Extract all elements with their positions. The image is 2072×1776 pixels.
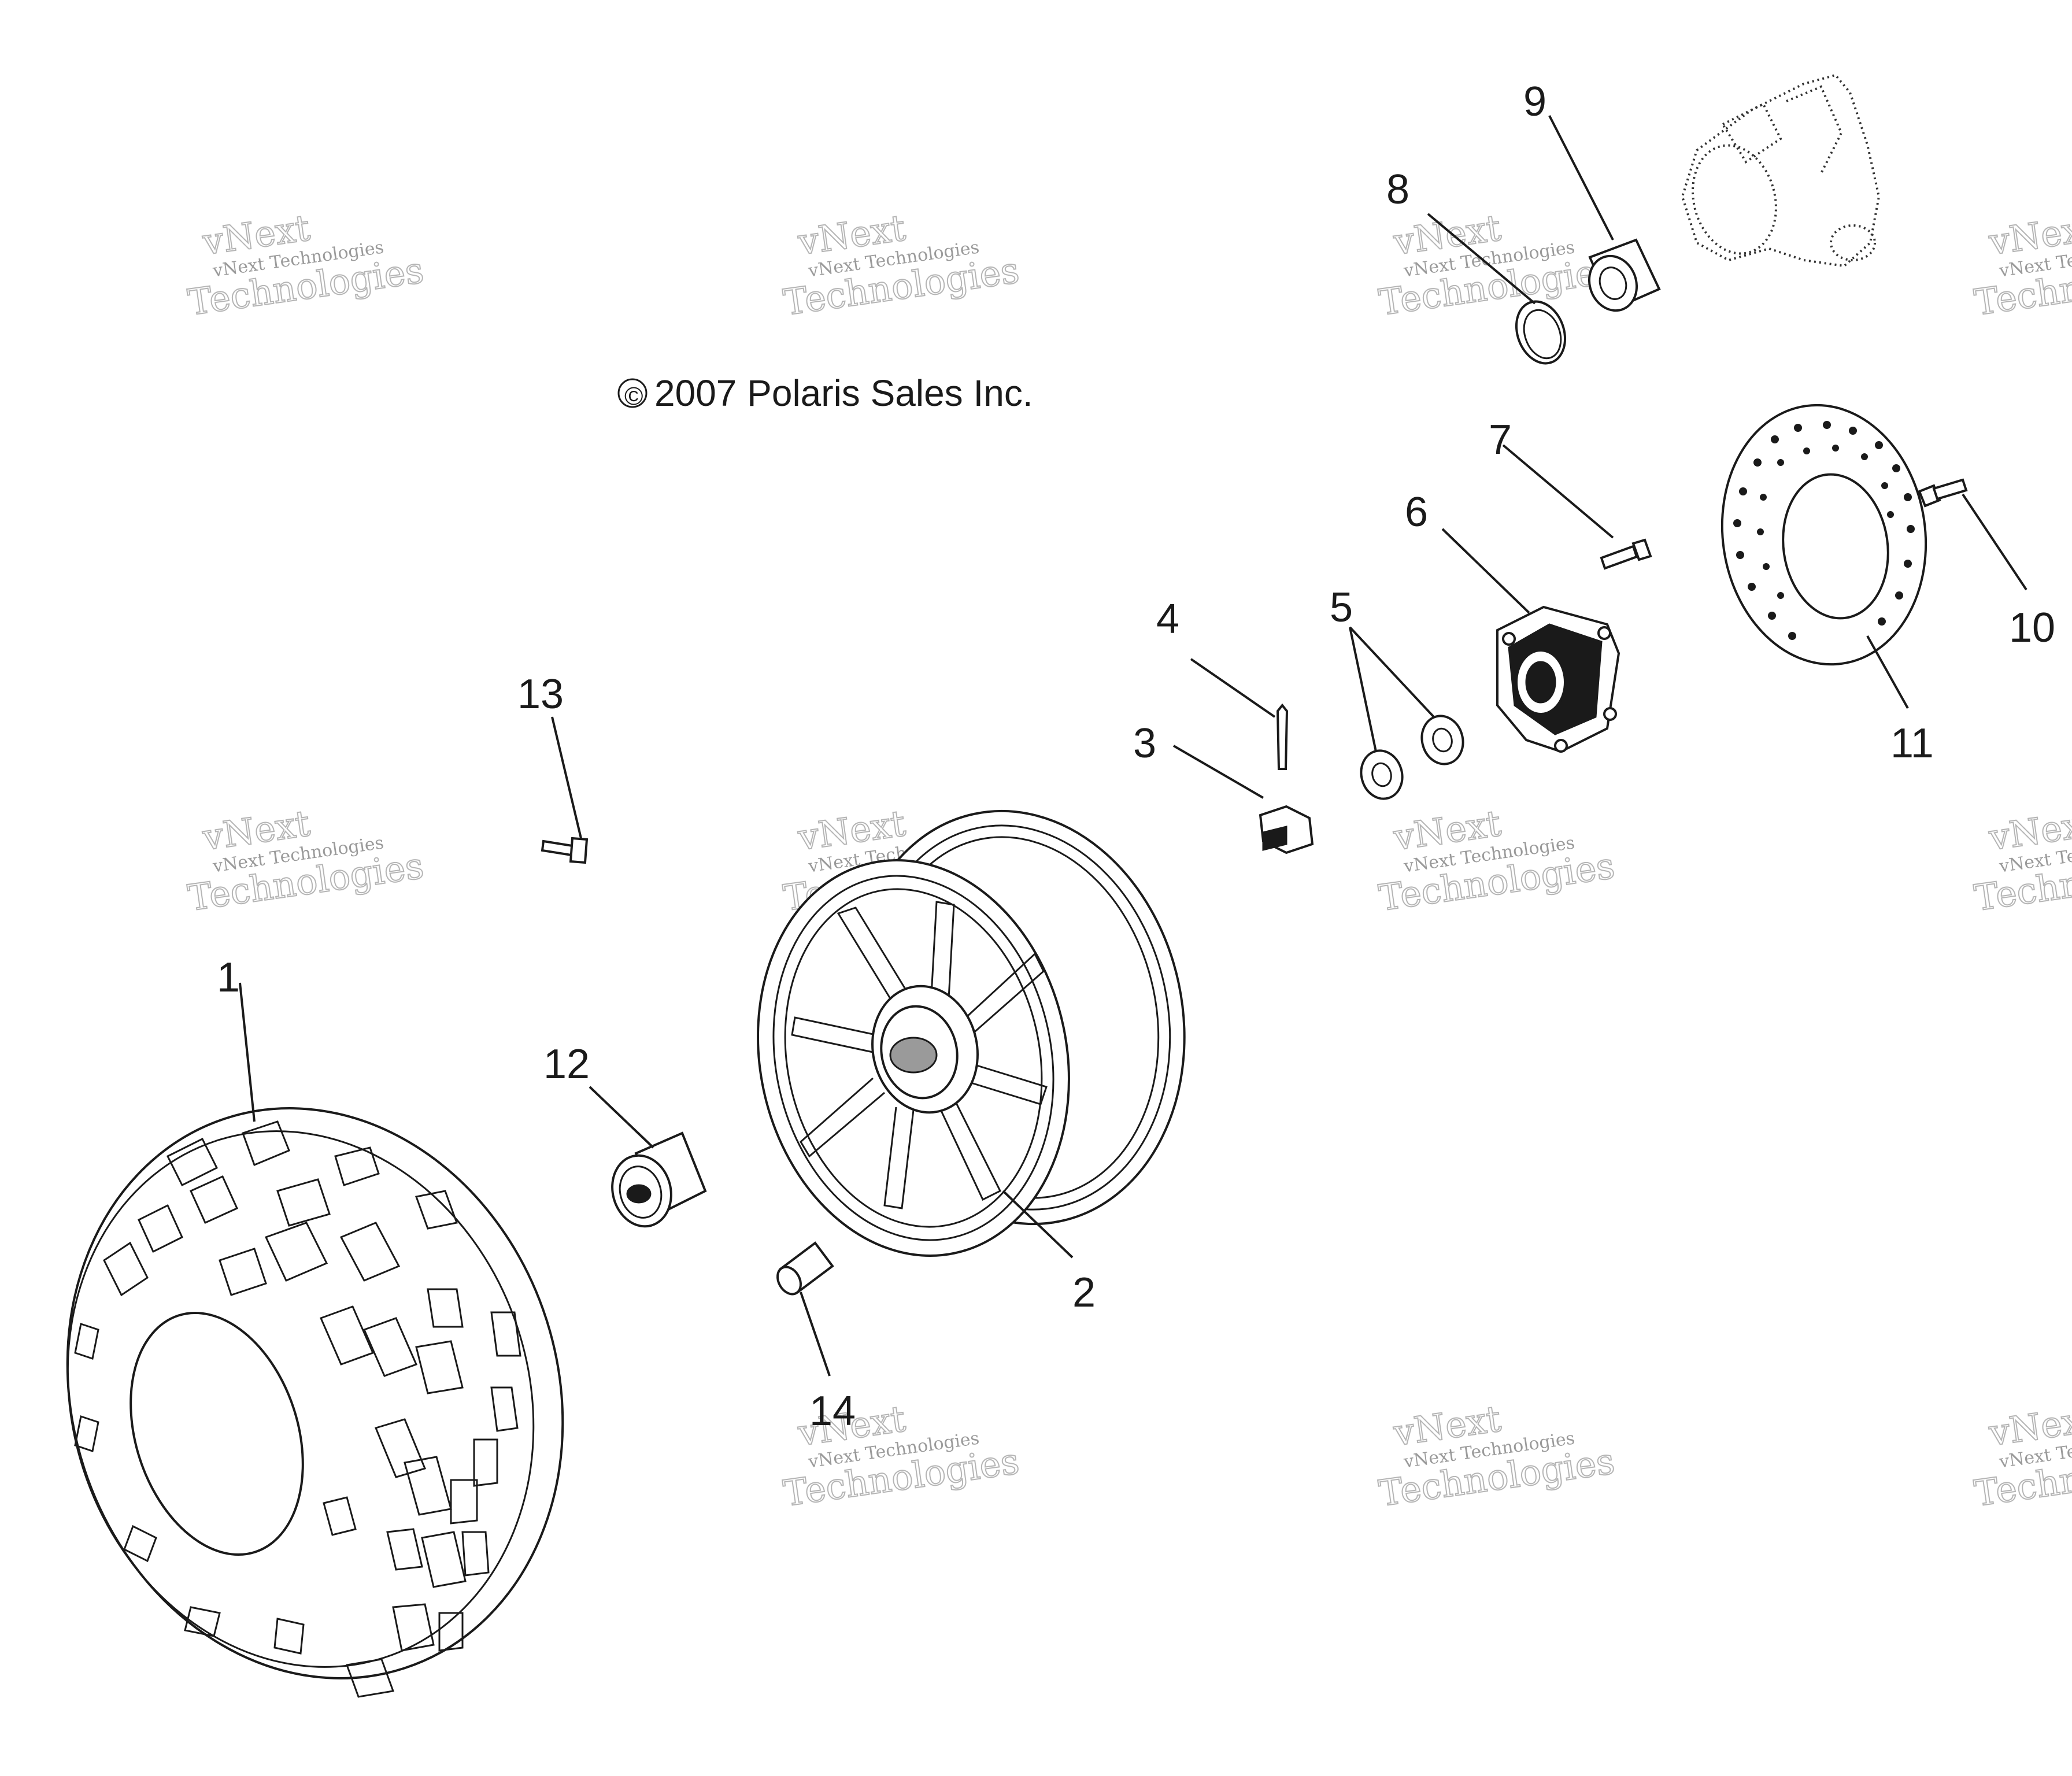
brake-bolt-part: 10 [1918, 478, 2055, 651]
watermark: vNext vNext Technologies Technologies [1971, 1397, 2072, 1515]
callout-1: 1 [217, 954, 240, 1001]
callout-10: 10 [2009, 605, 2055, 651]
tire-tread [74, 1120, 521, 1698]
wheel-stud-part: 7 [1489, 417, 1652, 570]
svg-text:©: © [624, 382, 643, 410]
callout-6: 6 [1405, 489, 1428, 535]
cotter-pin-part: 4 [1156, 596, 1289, 770]
svg-text:2007 Polaris Sales Inc.: 2007 Polaris Sales Inc. [654, 372, 1033, 414]
snap-ring-part: 8 [1386, 166, 1567, 365]
callout-5: 5 [1330, 584, 1353, 631]
watermark: vNext vNext Technologies Technologies [1971, 206, 2072, 324]
callout-12: 12 [543, 1041, 590, 1087]
callout-4: 4 [1156, 596, 1179, 642]
watermark: vNext vNext Technologies Technologies [185, 801, 427, 920]
callout-14: 14 [809, 1388, 856, 1434]
tire-part: 1 [66, 954, 564, 1698]
callout-9: 9 [1523, 79, 1546, 125]
lug-nut-part: 14 [776, 1241, 856, 1434]
brake-disc-holes [1733, 421, 1915, 640]
bearing-part: 9 [1523, 79, 1661, 312]
watermark: vNext vNext Technologies Technologies [1376, 1397, 1618, 1515]
steering-knuckle-part [1681, 73, 1881, 268]
copyright-notice: © 2007 Polaris Sales Inc. [617, 372, 1033, 414]
center-cap-part: 12 [543, 1041, 707, 1228]
wheel-hub-part: 6 [1405, 489, 1620, 753]
castle-nut-part: 3 [1133, 720, 1314, 854]
washers-part: 5 [1330, 584, 1464, 800]
wheel-rim-part: 2 [757, 809, 1186, 1316]
brake-disc-part: 11 [1720, 404, 1934, 767]
watermark: vNext vNext Technologies Technologies [1376, 801, 1618, 920]
wheel-spokes [791, 901, 1048, 1209]
watermark: vNext vNext Technologies Technologies [780, 206, 1022, 324]
callout-8: 8 [1386, 166, 1409, 213]
callout-7: 7 [1489, 417, 1512, 463]
callout-11: 11 [1890, 720, 1934, 767]
watermark: vNext vNext Technologies Technologies [1971, 801, 2072, 920]
callout-13: 13 [517, 671, 564, 717]
callout-3: 3 [1133, 720, 1156, 767]
watermark: vNext vNext Technologies Technologies [185, 206, 427, 324]
callout-2: 2 [1072, 1270, 1096, 1316]
valve-stem-part: 13 [517, 671, 589, 864]
